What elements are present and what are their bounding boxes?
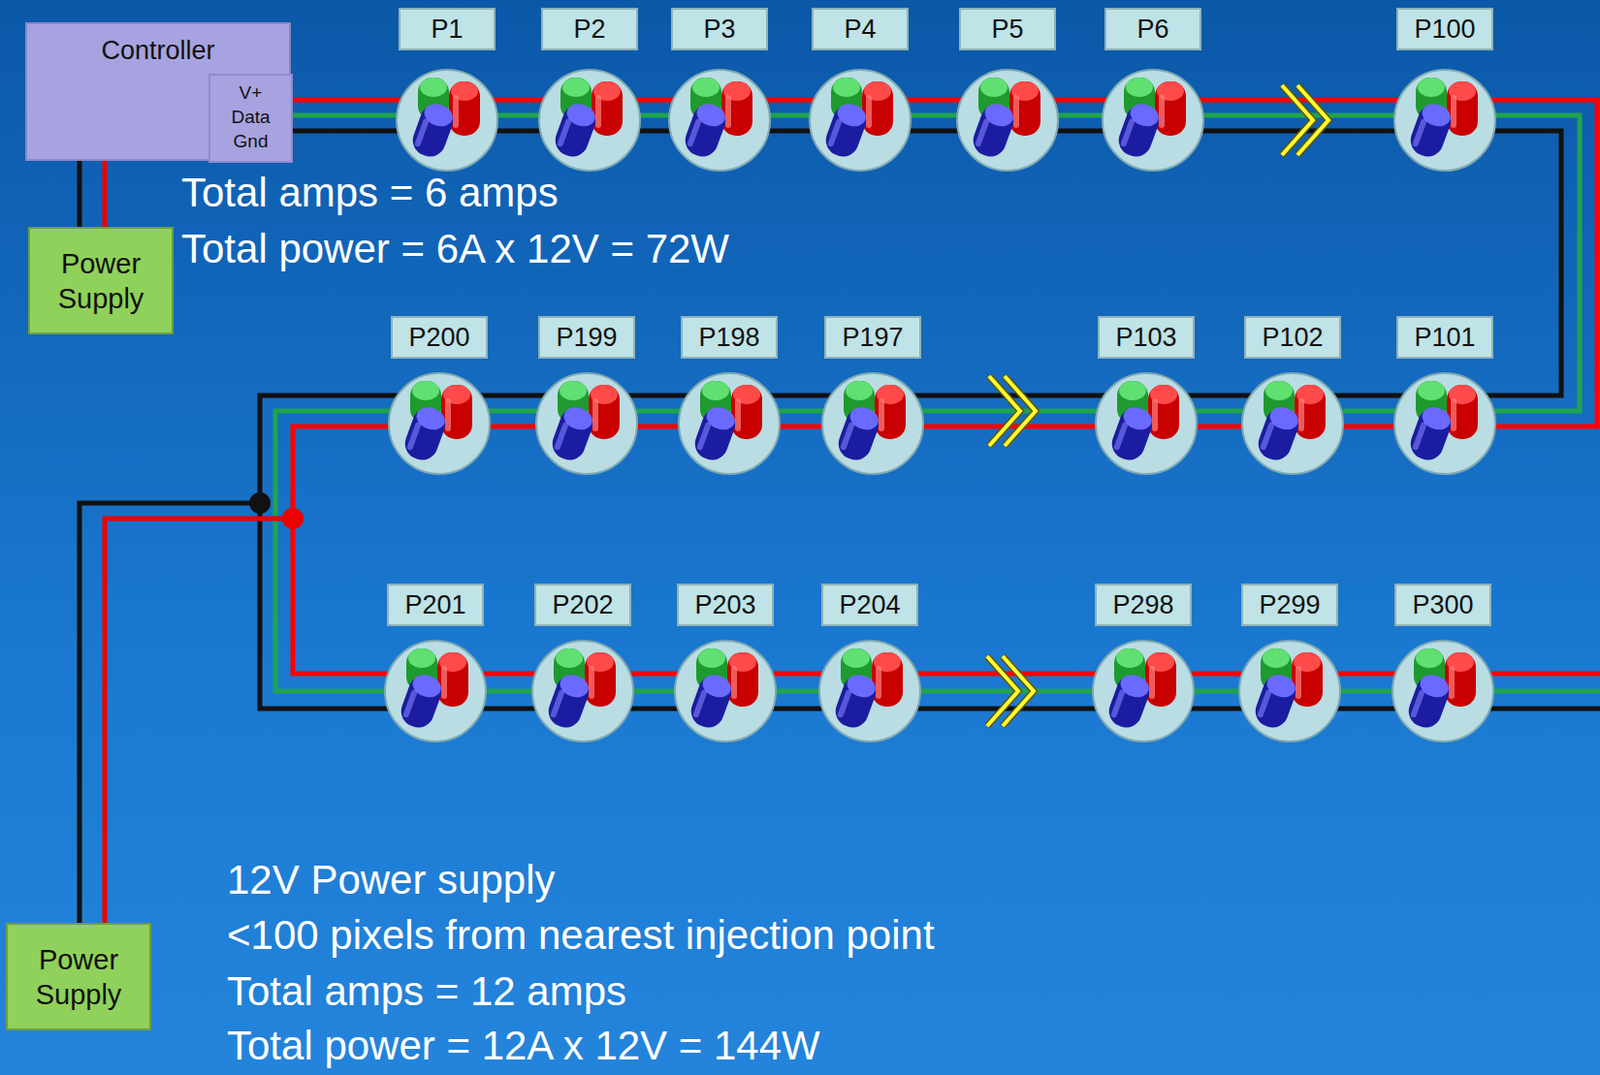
note-text: Total power = 12A x 12V = 144W bbox=[226, 1024, 821, 1069]
node-text: Controller bbox=[27, 24, 289, 66]
rgb-pixel bbox=[1092, 640, 1194, 742]
pixel-number: P102 bbox=[1261, 322, 1323, 353]
node-text: Power Supply bbox=[17, 942, 140, 1013]
pixel-label: P298 bbox=[1094, 583, 1192, 627]
rgb-pixel bbox=[819, 640, 921, 742]
rgb-pixel bbox=[384, 640, 486, 742]
wire bbox=[259, 130, 1600, 709]
pixel-number: P101 bbox=[1413, 322, 1475, 353]
pixel-label: P2 bbox=[541, 7, 639, 51]
pixel-label: P204 bbox=[821, 583, 919, 627]
pixel-label: P199 bbox=[538, 316, 636, 359]
pixel-label: P197 bbox=[824, 316, 922, 359]
pixel-number: P100 bbox=[1413, 14, 1475, 45]
rgb-pixel bbox=[678, 373, 780, 475]
pixel-number: P298 bbox=[1112, 590, 1174, 621]
controller-box: ControllerV+DataGnd bbox=[25, 22, 291, 161]
pixel-number: P200 bbox=[408, 322, 470, 353]
pixel-number: P300 bbox=[1411, 590, 1473, 621]
pixel-number: P4 bbox=[843, 14, 876, 45]
pixel-label: P103 bbox=[1097, 316, 1195, 359]
pixel-label: P300 bbox=[1394, 583, 1492, 627]
rgb-pixel bbox=[957, 69, 1058, 171]
pixel-label: P200 bbox=[390, 316, 488, 359]
break-chevron bbox=[989, 376, 1036, 447]
rgb-pixel bbox=[1095, 373, 1197, 475]
junction-dot bbox=[249, 492, 271, 514]
pixel-label: P100 bbox=[1396, 7, 1494, 51]
node-text: Data bbox=[210, 104, 291, 129]
power-supply-box: Power Supply bbox=[28, 226, 174, 335]
junction-dot bbox=[282, 508, 304, 530]
rgb-pixel bbox=[669, 69, 770, 171]
pixel-number: P1 bbox=[430, 14, 463, 45]
break-chevron bbox=[1281, 85, 1329, 156]
pixel-number: P197 bbox=[841, 322, 903, 353]
pixel-number: P3 bbox=[703, 14, 736, 45]
rgb-pixel bbox=[1394, 69, 1496, 171]
pixel-number: P103 bbox=[1115, 322, 1177, 353]
rgb-pixel bbox=[1394, 373, 1496, 475]
pixel-number: P204 bbox=[838, 590, 900, 621]
pixel-label: P3 bbox=[671, 7, 768, 51]
rgb-pixel bbox=[1392, 640, 1494, 742]
pixel-label: P4 bbox=[811, 7, 909, 51]
pixel-number: P203 bbox=[694, 590, 756, 621]
rgb-pixel bbox=[1102, 69, 1204, 171]
rgb-pixel bbox=[536, 373, 638, 475]
power-wire bbox=[77, 160, 83, 227]
power-wire bbox=[102, 160, 108, 227]
note-text: <100 pixels from nearest injection point bbox=[226, 913, 935, 959]
note-text: Total amps = 6 amps bbox=[181, 170, 559, 216]
pixel-label: P6 bbox=[1104, 7, 1202, 51]
pixel-number: P198 bbox=[698, 322, 760, 353]
node-text: Gnd bbox=[210, 128, 291, 154]
rgb-pixel bbox=[1242, 373, 1344, 475]
rgb-pixel bbox=[822, 373, 924, 475]
node-text: V+ bbox=[210, 80, 291, 105]
pixel-number: P6 bbox=[1136, 14, 1169, 45]
pixel-label: P198 bbox=[680, 316, 778, 359]
note-text: Total power = 6A x 12V = 72W bbox=[181, 226, 730, 272]
pixel-number: P202 bbox=[551, 590, 613, 621]
pixel-label: P101 bbox=[1396, 316, 1494, 359]
pixel-number: P2 bbox=[573, 14, 606, 45]
break-chevron bbox=[987, 656, 1034, 727]
pixel-label: P5 bbox=[959, 7, 1056, 51]
pixel-label: P201 bbox=[386, 583, 484, 627]
rgb-pixel bbox=[532, 640, 634, 742]
pixel-label: P203 bbox=[676, 583, 774, 627]
pixel-label: P102 bbox=[1244, 316, 1342, 359]
rgb-pixel bbox=[388, 373, 490, 475]
power-supply-box: Power Supply bbox=[5, 923, 152, 1031]
note-text: Total amps = 12 amps bbox=[226, 969, 627, 1015]
pixel-label: P299 bbox=[1241, 583, 1339, 627]
node-text: Power Supply bbox=[39, 246, 162, 317]
pixel-number: P299 bbox=[1258, 590, 1320, 621]
rgb-pixel bbox=[809, 69, 911, 171]
pixel-number: P201 bbox=[404, 590, 466, 621]
pixel-label: P202 bbox=[534, 583, 632, 627]
pixel-number: P199 bbox=[555, 322, 617, 353]
pixel-number: P5 bbox=[991, 14, 1024, 45]
rgb-pixel bbox=[1239, 640, 1341, 742]
pixel-label: P1 bbox=[398, 7, 496, 51]
note-text: 12V Power supply bbox=[226, 858, 556, 903]
rgb-pixel bbox=[539, 69, 640, 171]
rgb-pixel bbox=[674, 640, 776, 742]
terminal-box: V+DataGnd bbox=[208, 73, 293, 163]
rgb-pixel bbox=[396, 69, 498, 171]
